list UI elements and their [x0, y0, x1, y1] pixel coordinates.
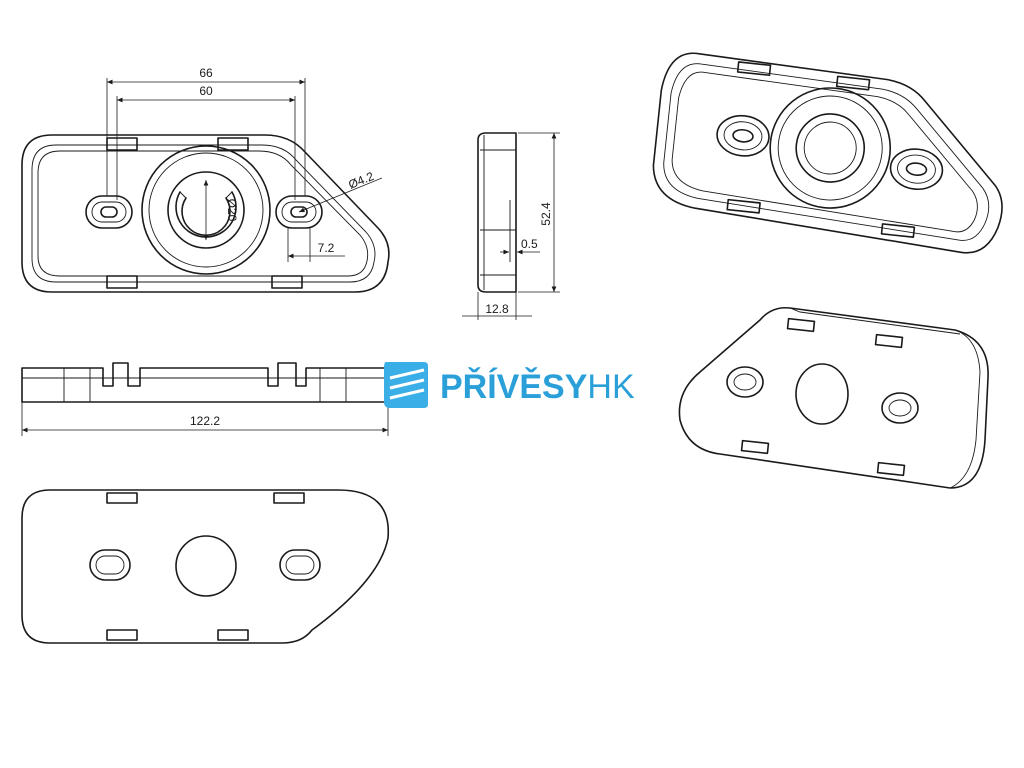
front-clip-edge	[179, 191, 187, 199]
edge-view: 122.2	[21, 362, 389, 436]
logo-text: PŘÍVĚSYHK	[440, 368, 635, 406]
front-clip-tab	[217, 137, 249, 151]
iso-back-slot	[740, 439, 770, 455]
back-mount-hole-left-inner	[95, 555, 125, 575]
back-view	[21, 489, 390, 644]
iso-back-view	[678, 306, 989, 489]
front-mount-hole-right-inner	[281, 201, 317, 223]
iso-back-outline	[678, 306, 989, 489]
dim-label-66: 66	[199, 66, 213, 80]
iso-center-boss-outer	[769, 87, 892, 209]
iso-back-mount-hole-left-inner	[733, 373, 757, 391]
iso-clip-tab	[736, 61, 772, 77]
front-clip-tab	[106, 137, 138, 151]
iso-center-bore	[795, 113, 866, 183]
front-center-boss-outer	[141, 145, 271, 275]
iso-mount-hole-right-inner	[897, 154, 936, 184]
front-center-bore	[167, 171, 245, 249]
front-inner-outline	[31, 144, 376, 283]
back-center-hole	[175, 535, 237, 597]
front-view: 66 60 Ø4.2 Ø20 7.2	[21, 66, 390, 293]
dim-label-122-2: 122.2	[190, 414, 220, 428]
back-outline	[21, 489, 390, 644]
front-clip-edge	[225, 191, 233, 199]
front-outer-outline	[21, 134, 390, 293]
iso-back-mount-hole-right	[881, 392, 919, 424]
iso-mount-slot-right	[905, 162, 928, 177]
iso-front-inner	[663, 63, 990, 241]
dim-label-0-5: 0.5	[521, 237, 538, 251]
dim-leader-hole	[298, 177, 383, 213]
iso-center-bore-inner	[803, 121, 857, 175]
front-clip-tab	[271, 275, 303, 289]
front-center-boss-ring	[148, 152, 264, 268]
iso-back-slot	[786, 317, 816, 333]
dim-label-center-dia: Ø20	[225, 199, 239, 222]
front-mount-hole-left-inner	[91, 201, 127, 223]
back-clip-slot	[273, 492, 305, 504]
brand-logo: PŘÍVĚSYHK	[384, 362, 635, 408]
iso-back-mount-hole-left	[726, 366, 764, 398]
iso-center-boss-ring	[777, 95, 883, 201]
logo-icon-stripes	[389, 368, 425, 400]
dim-label-52-4: 52.4	[539, 202, 553, 226]
iso-mount-hole-right	[889, 148, 944, 191]
front-clip-tab	[106, 275, 138, 289]
iso-clip-tab	[726, 198, 761, 214]
back-clip-slot	[217, 629, 249, 641]
iso-mount-hole-left-inner	[723, 121, 763, 151]
front-mount-hole-left	[85, 195, 133, 229]
iso-mount-slot-left	[732, 128, 754, 143]
back-mount-hole-right	[279, 549, 321, 581]
dim-label-hole-dia: Ø4.2	[346, 169, 376, 192]
back-mount-hole-right-inner	[285, 555, 315, 575]
side-view: 52.4 0.5 12.8	[462, 132, 560, 320]
front-inner-outline-2	[37, 150, 369, 277]
iso-front-view	[652, 52, 1003, 254]
iso-front-outer	[652, 52, 1003, 254]
dim-label-12-8: 12.8	[485, 302, 509, 316]
back-clip-slot	[106, 492, 138, 504]
dim-label-60: 60	[199, 84, 213, 98]
iso-back-edge	[949, 329, 981, 489]
iso-clip-tab	[835, 75, 871, 91]
iso-back-slot	[876, 461, 906, 477]
iso-back-slot	[874, 333, 904, 349]
back-mount-hole-left	[89, 549, 131, 581]
iso-mount-hole-left	[716, 114, 770, 157]
logo-brand-main: PŘÍVĚSY	[440, 368, 588, 406]
edge-view-outline	[21, 362, 389, 403]
front-mount-hole-right	[275, 195, 323, 229]
logo-brand-suffix: HK	[587, 368, 635, 406]
iso-front-inner-2	[671, 71, 978, 233]
back-clip-slot	[106, 629, 138, 641]
iso-back-mount-hole-right-inner	[888, 399, 912, 417]
iso-back-center-hole	[795, 363, 849, 425]
front-mount-slot-right	[290, 206, 308, 218]
iso-clip-tab	[880, 223, 916, 238]
dim-label-7-2: 7.2	[318, 241, 335, 255]
iso-back-edge	[789, 307, 961, 335]
front-mount-slot-left	[100, 206, 118, 218]
